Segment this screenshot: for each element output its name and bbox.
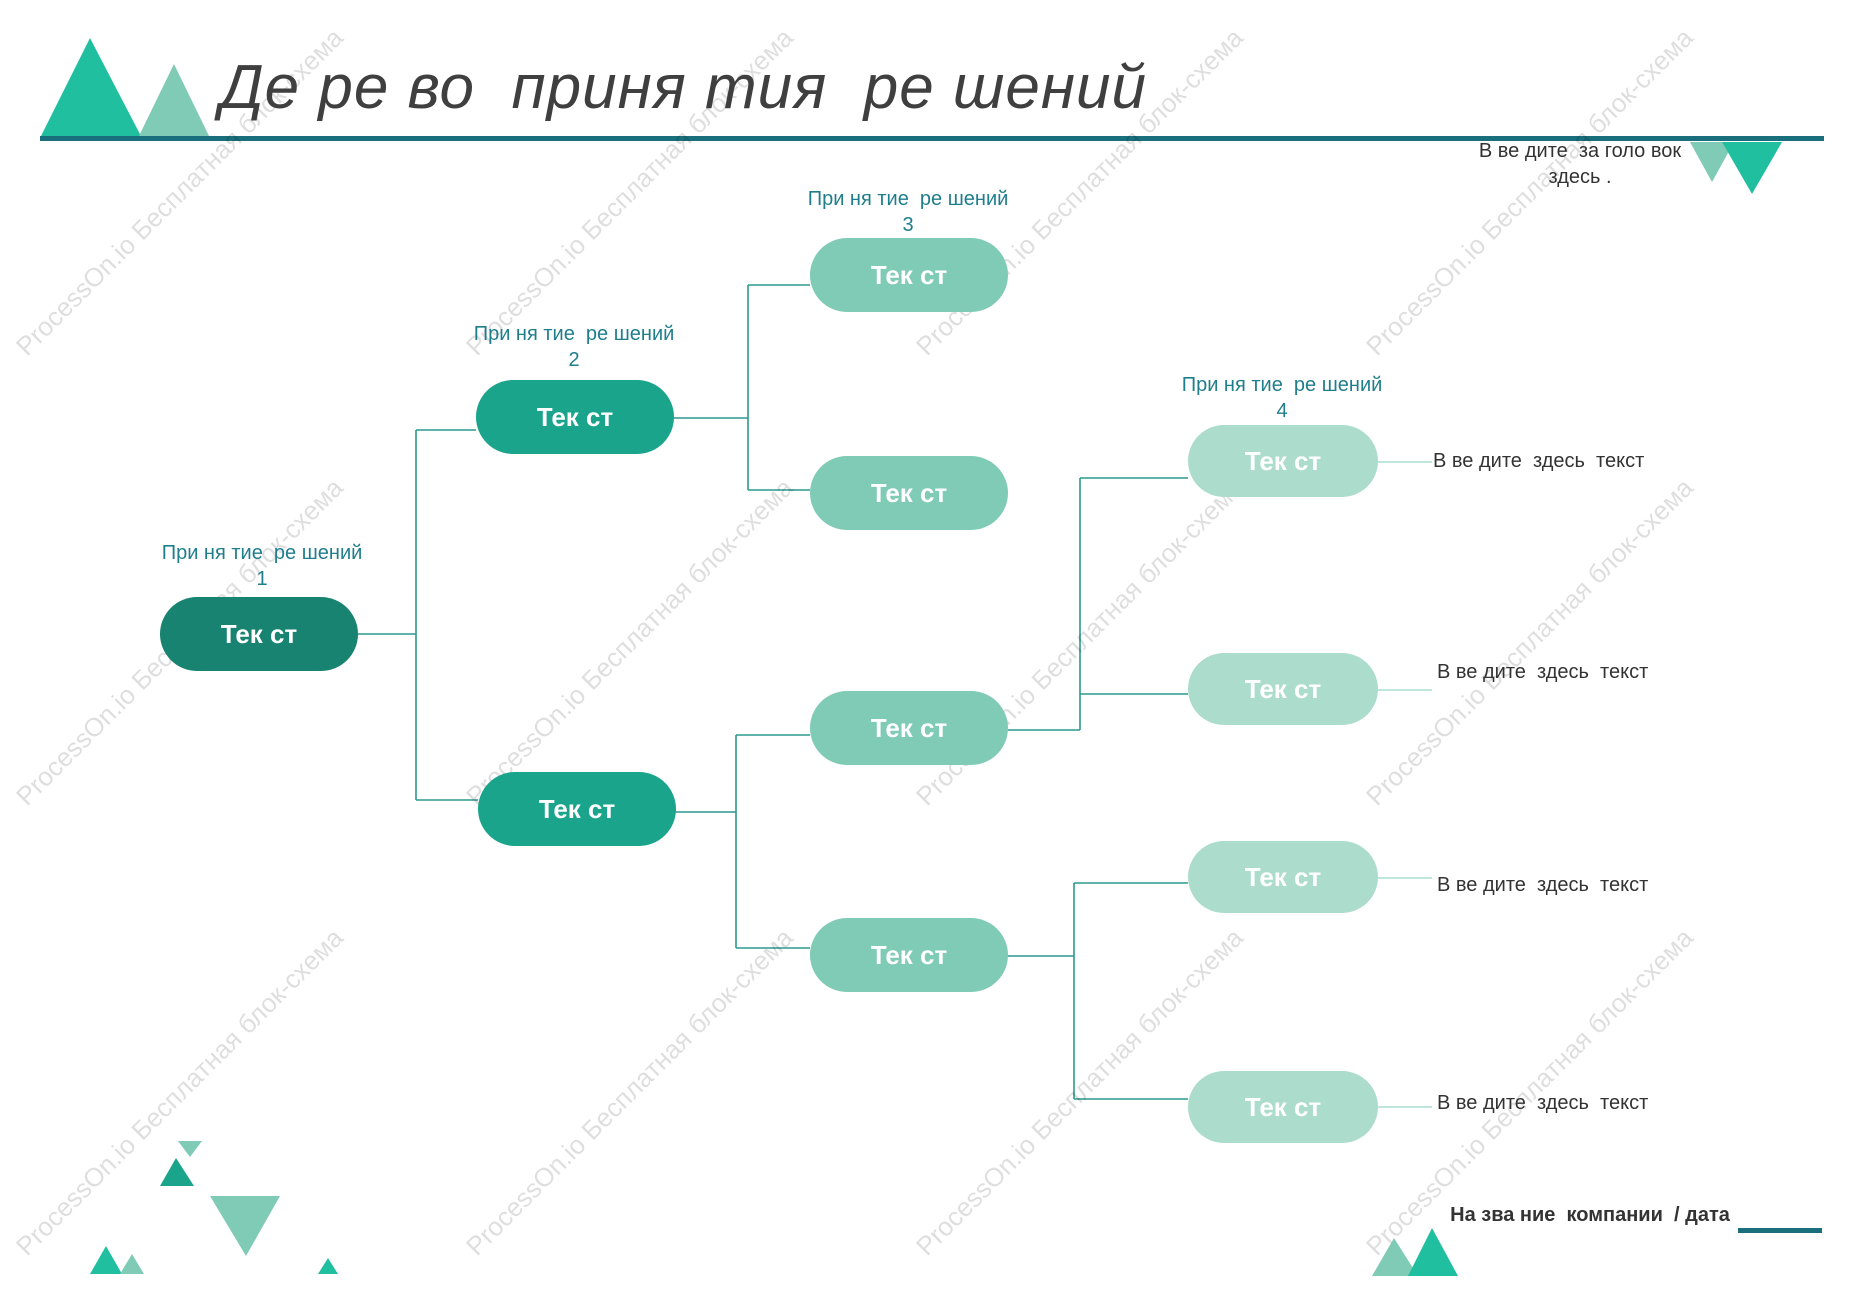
level4-node-c[interactable]: Тек ст	[1188, 841, 1378, 913]
decision-label-2: При ня тие ре шений 2	[473, 323, 686, 371]
level2-node-top[interactable]: Тек ст	[476, 380, 674, 454]
leaf-text-d: В ве дите здесь текст	[1437, 1092, 1649, 1114]
deco-triangle-3	[210, 1196, 280, 1256]
title-rule	[40, 136, 1824, 141]
level4-node-d[interactable]: Тек ст	[1188, 1071, 1378, 1143]
level3-node-b[interactable]: Тек ст	[810, 456, 1008, 530]
deco-triangle-6	[318, 1258, 338, 1274]
level3-node-a[interactable]: Тек ст	[810, 238, 1008, 312]
level2-node-bottom[interactable]: Тек ст	[478, 772, 676, 846]
connector-l3-d	[1008, 882, 1188, 1100]
company-date-footer: На зва ние компании / дата	[1450, 1204, 1730, 1226]
page-title: Де ре во приня тия ре шений	[220, 53, 1147, 122]
level3-node-d[interactable]: Тек ст	[810, 918, 1008, 992]
header-triangle-dark	[40, 38, 142, 138]
top-right-triangle-dark	[1722, 142, 1782, 194]
decision-label-4: При ня тие ре шений 4	[1181, 374, 1399, 422]
root-node[interactable]: Тек ст	[160, 597, 358, 671]
header-subtitle: В ве дите за голо вок здесь .	[1478, 140, 1693, 188]
footer-triangle-dark	[1408, 1228, 1458, 1276]
deco-triangle-5	[120, 1254, 144, 1274]
footer-triangle-light	[1372, 1238, 1418, 1276]
connector-l2-bottom	[674, 734, 810, 949]
leaf-text-c: В ве дите здесь текст	[1437, 874, 1649, 896]
decision-label-3: При ня тие ре шений 3	[807, 188, 1020, 236]
connector-root	[358, 429, 478, 801]
level4-node-a[interactable]: Тек ст	[1188, 425, 1378, 497]
leaf-connectors	[1378, 461, 1432, 1108]
deco-triangle-1	[178, 1141, 202, 1157]
connector-l2-top	[672, 284, 810, 491]
connector-l3-c	[1008, 477, 1188, 731]
level3-node-c[interactable]: Тек ст	[810, 691, 1008, 765]
top-right-triangle-light	[1690, 142, 1734, 182]
level4-node-b[interactable]: Тек ст	[1188, 653, 1378, 725]
deco-triangle-2	[160, 1158, 194, 1186]
header-triangle-light	[138, 64, 210, 138]
decision-label-1: При ня тие ре шений 1	[161, 542, 374, 590]
leaf-text-b: В ве дите здесь текст	[1437, 661, 1649, 683]
leaf-text-a: В ве дите здесь текст	[1433, 450, 1645, 472]
deco-triangle-4	[90, 1246, 122, 1274]
footer-rule	[1738, 1228, 1822, 1233]
